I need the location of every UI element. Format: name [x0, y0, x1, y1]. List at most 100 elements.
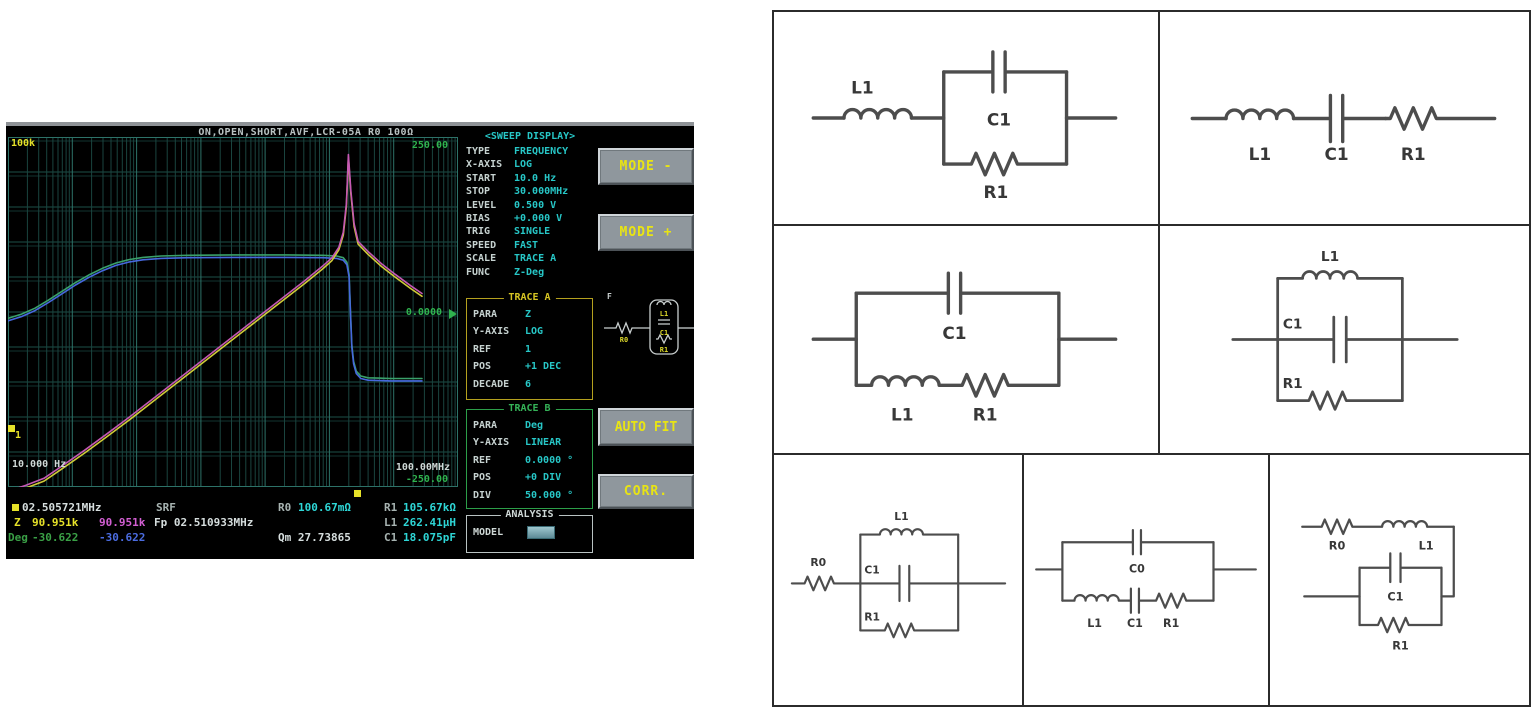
component-label-l1: L1 — [1248, 143, 1271, 163]
model-cell-2: L1 C1 R1 — [1160, 12, 1529, 226]
auto-fit-button[interactable]: AUTO FIT — [598, 408, 694, 446]
component-label-r0: R0 — [810, 555, 826, 568]
setting-label: POS — [473, 472, 492, 484]
component-label-c1: C1 — [1127, 617, 1143, 630]
deg-fitted-value: -30.622 — [99, 531, 146, 544]
setting-value: LOG — [514, 159, 533, 171]
mode-minus-button[interactable]: MODE - — [598, 148, 694, 185]
circuit-diagram-r0-l-parallel-cr: R0 L1 C1 R1 — [1301, 517, 1455, 652]
setting-label: PARA — [473, 420, 498, 431]
setting-label: X-AXIS — [466, 159, 503, 171]
trace-z-measured — [26, 156, 423, 487]
srf-label: SRF — [156, 501, 176, 514]
setting-label: STOP — [466, 186, 491, 198]
corr-button[interactable]: CORR. — [598, 474, 694, 509]
setting-label: SCALE — [466, 253, 497, 265]
sweep-plot — [8, 137, 458, 487]
equivalent-circuit-models-grid: L1 C1 R1 L1 C1 R1 C1 L1 R1 — [772, 10, 1531, 707]
component-label-r1: R1 — [1400, 143, 1425, 163]
fp-value: Fp 02.510933MHz — [154, 516, 254, 529]
z-param-label: Z — [14, 516, 21, 529]
setting-value: +0 DIV — [525, 472, 562, 484]
setting-value: FAST — [514, 239, 539, 251]
analysis-panel: ANALYSIS MODEL — [466, 509, 593, 553]
setting-label: TRIG — [466, 226, 491, 238]
component-label-l1: L1 — [851, 77, 874, 97]
setting-value: LINEAR — [525, 437, 562, 449]
model-select-widget[interactable] — [527, 526, 556, 539]
setting-row: TRIG SINGLE — [466, 225, 594, 238]
model-cell-4: L1 C1 R1 — [1160, 226, 1529, 455]
impedance-analyzer-screen: ON,OPEN,SHORT,AVF,LCR-05A R0 100Ω 100k 2… — [6, 122, 694, 559]
readout-row-marker: 02.505721MHz SRF R0 100.67mΩ R1 105.67kΩ — [6, 501, 464, 516]
trace-b-title: TRACE B — [503, 403, 556, 414]
component-label-l1: L1 — [1320, 249, 1338, 265]
setting-label: SPEED — [466, 239, 497, 251]
component-label-l1: L1 — [1087, 617, 1102, 630]
component-label-r1: R1 — [864, 610, 880, 623]
component-label-c1: C1 — [1324, 143, 1348, 163]
circuit-diagram-parallel-lcr: L1 C1 R1 — [1230, 249, 1459, 411]
component-label-r0: R0 — [1329, 539, 1346, 552]
setting-label: LEVEL — [466, 199, 497, 211]
setting-value: Z — [525, 309, 532, 320]
deg-measured-value: -30.622 — [32, 531, 79, 544]
z-measured-value: 90.951k — [32, 516, 79, 529]
component-label-r1: R1 — [1392, 639, 1409, 652]
trace-z-fitted — [18, 153, 423, 487]
sweep-graph: 100k 250.00 0.0000 10.000 Hz 100.00MHz -… — [8, 137, 458, 487]
setting-row: PARA Z — [473, 306, 587, 323]
setting-value: 6 — [525, 378, 532, 390]
model-cell-7: R0 L1 C1 R1 — [1270, 455, 1529, 705]
setting-label: POS — [473, 361, 492, 373]
setting-row: POS +1 DEC — [473, 358, 587, 375]
r0-result-label: R0 — [278, 501, 292, 514]
r0-result-value: 100.67mΩ — [298, 501, 351, 514]
setting-row: POS +0 DIV — [473, 469, 587, 486]
x-axis-stop-label: 100.00MHz — [395, 462, 450, 473]
sweep-panel-title: <SWEEP DISPLAY> — [484, 131, 576, 142]
component-label-l1: L1 — [891, 404, 914, 424]
circuit-diagram-series-lcr: L1 C1 R1 — [1190, 93, 1496, 163]
setting-value: +1 DEC — [525, 361, 562, 373]
setting-value: LOG — [525, 326, 544, 338]
c1-result-value: 18.075pF — [403, 531, 456, 544]
trace-deg-fitted — [8, 256, 423, 382]
x-axis-start-label: 10.000 Hz — [12, 459, 67, 470]
setting-label: BIAS — [466, 213, 491, 225]
deg-axis-top-label: 250.00 — [411, 140, 448, 151]
setting-label: Y-AXIS — [473, 326, 510, 338]
model-cell-6: C0 L1 C1 R1 — [1024, 455, 1270, 705]
setting-row: X-AXIS LOG — [466, 158, 594, 171]
component-label-r1: R1 — [973, 404, 998, 424]
model-icon-r0-label: R0 — [620, 336, 628, 344]
setting-value: +0.000 V — [514, 213, 563, 225]
setting-value: FREQUENCY — [514, 146, 569, 157]
setting-label: START — [466, 172, 497, 184]
mode-plus-button[interactable]: MODE + — [598, 214, 694, 251]
component-label-r1: R1 — [984, 182, 1009, 202]
l1-result-label: L1 — [384, 516, 398, 529]
measurement-readout: 02.505721MHz SRF R0 100.67mΩ R1 105.67kΩ… — [6, 501, 464, 551]
setting-row: BIAS +0.000 V — [466, 212, 594, 225]
setting-value: SINGLE — [514, 226, 551, 238]
setting-label: REF — [473, 343, 492, 355]
component-label-c1: C1 — [942, 323, 966, 343]
setting-label: DIV — [473, 489, 492, 501]
setting-label: PARA — [473, 309, 498, 320]
component-label-c1: C1 — [1282, 316, 1302, 332]
marker-icon — [12, 504, 19, 511]
model-cell-5: R0 L1 C1 R1 — [774, 455, 1024, 705]
setting-value: 0.500 V — [514, 199, 557, 211]
equivalent-model-icon: F R0 L1 C1 R1 — [604, 292, 694, 355]
